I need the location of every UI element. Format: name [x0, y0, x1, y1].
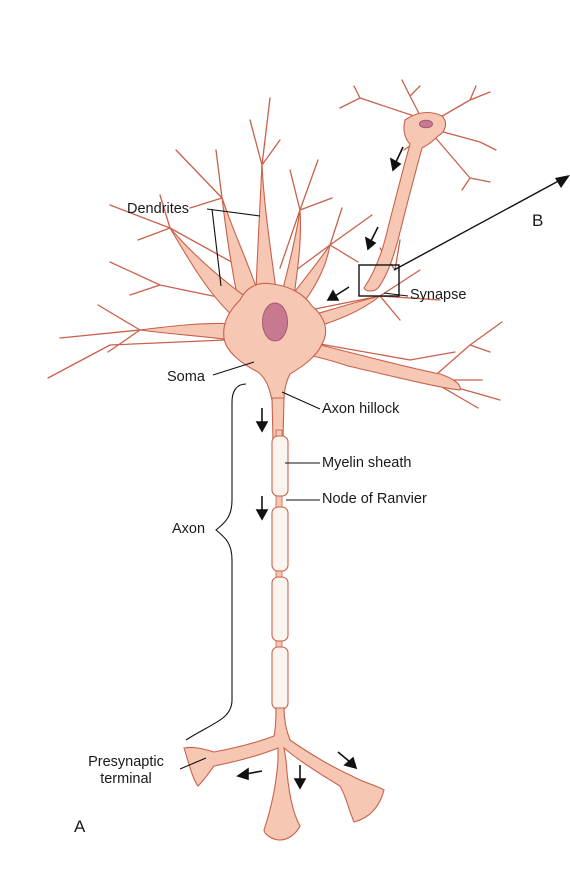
label-soma: Soma [167, 369, 205, 385]
magnify-arrowhead [555, 175, 570, 188]
myelin-segment [271, 576, 289, 642]
panel-label-a: A [74, 817, 86, 836]
signal-arrows [236, 146, 404, 790]
label-synapse: Synapse [410, 287, 467, 303]
magnify-arrow-line [393, 177, 565, 271]
myelin-segment [271, 435, 289, 497]
leader-dendrites-1 [206, 208, 261, 217]
presynaptic-neuron [339, 79, 497, 292]
label-node-of-ranvier: Node of Ranvier [322, 491, 427, 507]
leader-dendrites-2 [211, 208, 222, 287]
arrow-down-2 [255, 496, 269, 521]
arrow-presyn-2 [364, 226, 379, 251]
leader-soma [212, 361, 255, 376]
arrow-left [236, 767, 263, 781]
leader-lines [179, 208, 409, 770]
myelin-segment [271, 506, 289, 572]
presynaptic-soma [363, 111, 447, 292]
label-presynaptic-line2: terminal [100, 771, 152, 787]
neuron-cell [47, 97, 503, 841]
arrow-presyn-1 [389, 146, 404, 172]
label-presynaptic-line1: Presynaptic [88, 754, 164, 770]
arrow-to-soma [326, 286, 350, 301]
synapse-box [358, 264, 400, 297]
label-presynaptic-terminal: Presynaptic terminal [76, 754, 176, 788]
axon-brace [185, 383, 247, 741]
panel-label-b: B [532, 211, 544, 230]
soma [223, 282, 327, 401]
leader-presynaptic [179, 757, 207, 770]
label-myelin-sheath: Myelin sheath [322, 455, 412, 471]
label-axon-hillock: Axon hillock [322, 401, 400, 417]
arrow-down-1 [255, 408, 269, 433]
nucleus [262, 302, 288, 342]
leader-synapse [383, 292, 409, 297]
label-axon: Axon [172, 521, 206, 537]
arrow-down-3 [293, 765, 307, 790]
leader-axon-hillock [281, 391, 321, 410]
presynaptic-nucleus [419, 119, 433, 129]
myelin-sheaths [271, 435, 289, 710]
myelin-segment [271, 646, 289, 710]
axon-terminals [183, 707, 385, 841]
label-dendrites: Dendrites [127, 201, 190, 217]
arrow-down-right [337, 751, 358, 770]
